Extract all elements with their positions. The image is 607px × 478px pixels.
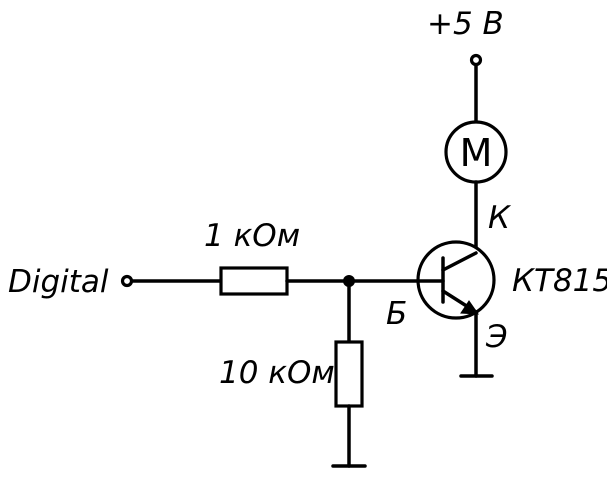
collector-label: К	[488, 200, 512, 236]
input-terminal	[120, 274, 134, 288]
transistor-collector-lead	[441, 251, 478, 272]
input-label: Digital	[8, 264, 109, 300]
emitter-label: Э	[485, 319, 508, 355]
resistor-pulldown-label: 10 кОм	[219, 355, 335, 391]
resistor-series	[219, 266, 289, 296]
motor-label: M	[460, 131, 493, 175]
supply-label: +5 В	[427, 6, 504, 42]
supply-terminal	[469, 53, 483, 67]
resistor-pulldown	[334, 340, 364, 408]
emitter-arrow	[460, 300, 479, 315]
base-label: Б	[386, 296, 407, 332]
resistor-series-label: 1 кОм	[204, 218, 300, 254]
transistor-part-label: КТ815	[512, 263, 607, 299]
